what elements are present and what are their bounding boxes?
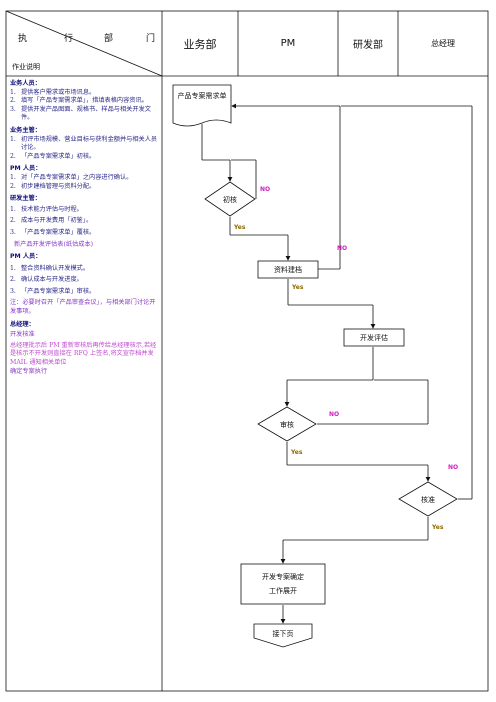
gm-line-2: 总经理批示后 PM 重新审核后再传给总经理核示,若经是核示不开发则直接在 RFQ… — [10, 341, 157, 367]
list-item: 2.确认成本与开发进度。 — [10, 276, 83, 284]
confirm-box — [240, 563, 326, 605]
initial-check-label: 初核 — [223, 196, 237, 204]
exec-char-3: 部 — [104, 34, 114, 44]
list-item: 2.「产品专案需求单」初核。 — [10, 152, 96, 160]
yes-tag: Yes — [432, 524, 444, 531]
dev-eval-label: 开发评估 — [360, 334, 388, 342]
next-page-label: 接下页 — [272, 630, 294, 638]
doc-shape — [172, 84, 232, 127]
desc-label: 作业说明 — [12, 63, 40, 71]
col-gm: 总经理 — [431, 39, 455, 48]
list-item: 2.成本与开发费用「初鉴」。 — [10, 217, 93, 225]
rd-note: 新产品开发评估表(纸估成本) — [14, 240, 94, 248]
review-label: 审核 — [280, 421, 294, 429]
list-item: 3.「产品专案需求单」审核。 — [10, 287, 96, 295]
list-item: 1.提供客户需求或市场讯息。 — [10, 88, 96, 96]
exec-char-1: 执 — [18, 34, 28, 44]
rd-mgr-title: 研发主管： — [10, 195, 41, 203]
review-diamond — [257, 406, 317, 442]
list-item: 1.对「产品专案需求单」之内容进行确认。 — [10, 173, 133, 181]
sales-title: 业务人员： — [10, 80, 41, 87]
flow-connectors — [201, 103, 473, 624]
list-item: 3.提供开发产品图面、规格书、样品与相关开发文件。 — [10, 105, 151, 122]
col-pm: PM — [280, 38, 296, 49]
pm2-title: PM 人员： — [10, 253, 42, 261]
col-rd: 研发部 — [353, 40, 383, 51]
approve-label: 核准 — [421, 496, 435, 504]
yes-tag: Yes — [291, 449, 303, 456]
list-item: 2.初步建档管理与资料分配。 — [10, 182, 96, 190]
no-tag: NO — [337, 245, 348, 252]
exec-char-2: 行 — [64, 34, 74, 44]
pm-title: PM 人员： — [10, 165, 42, 173]
list-item: 1.初评市场规模、营业目标与获利金额并与相关人员讨论。 — [10, 135, 158, 152]
no-tag: NO — [448, 464, 459, 471]
description-panel: 业务人员： 1.提供客户需求或市场讯息。 2.填写「产品专案需求单」，措填表格内… — [10, 78, 158, 376]
gm-line-1: 开发核准 — [10, 331, 35, 339]
approve-diamond — [398, 481, 458, 517]
confirm-label-1: 开发专案确定 — [262, 573, 304, 581]
dev-eval-box — [343, 328, 405, 347]
doc-label: 产品专案需求单 — [177, 92, 227, 100]
pm2-note: 注：必要时召开「产品审查会议」，与相关部门讨论开发事项。 — [10, 299, 156, 316]
flow-shapes — [172, 84, 458, 648]
confirm-label-2: 工作展开 — [269, 587, 297, 595]
next-page-shape — [253, 623, 313, 648]
exec-char-4: 门 — [146, 34, 156, 44]
table-frame — [5, 10, 489, 692]
yes-tag: Yes — [292, 284, 304, 291]
no-tag: NO — [260, 186, 271, 193]
list-item: 3.「产品专案需求单」覆核。 — [10, 228, 96, 236]
archive-label: 资料建档 — [274, 266, 302, 274]
list-item: 2.填写「产品专案需求单」，措填表格内容资讯。 — [10, 97, 148, 105]
archive-box — [257, 260, 319, 279]
gm-title: 总经理： — [10, 320, 35, 328]
yes-tag: Yes — [234, 224, 246, 231]
list-item: 1.整合资料确认开发模式。 — [10, 264, 90, 272]
gm-line-3: 确定专案执行 — [10, 367, 48, 375]
col-sales: 业务部 — [183, 37, 217, 51]
initial-check-diamond — [204, 181, 256, 217]
sales-mgr-title: 业务主管： — [10, 126, 41, 134]
no-tag: NO — [329, 411, 340, 418]
list-item: 1.技术能力评估与时程。 — [10, 205, 83, 213]
